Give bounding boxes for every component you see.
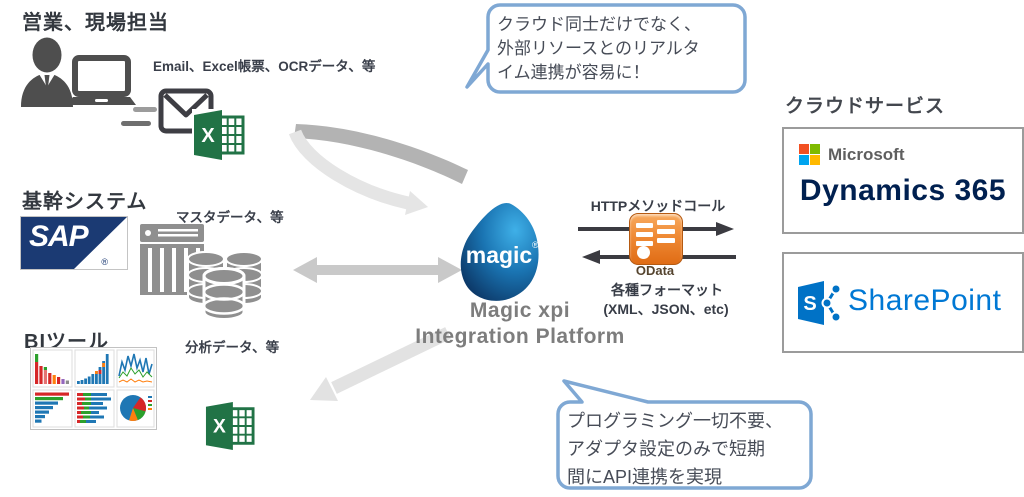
dynamics-card: Microsoft Dynamics 365: [782, 127, 1024, 234]
bi-data-label: 分析データ、等: [185, 340, 280, 355]
response-format-label: 各種フォーマット: [611, 282, 723, 298]
excel-icon-top: X: [192, 109, 246, 161]
excel-letter: X: [213, 417, 226, 438]
sap-registered-mark: ®: [101, 257, 108, 267]
callout-line: 間にAPI連携を実現: [567, 467, 723, 487]
callout-line: プログラミング一切不要、: [567, 411, 783, 431]
sap-wordmark: SAP: [29, 220, 89, 253]
platform-name-line1: Magic xpi: [469, 299, 571, 322]
core-data-label: マスタデータ、等: [176, 210, 284, 225]
sap-logo: SAP ®: [20, 216, 128, 270]
microsoft-logo: [799, 144, 820, 165]
magic-wordmark: magic: [466, 242, 533, 268]
sharepoint-wordmark: SharePoint: [848, 284, 1002, 317]
sharepoint-icon: S: [798, 281, 842, 325]
callout-line: 外部リソースとのリアルタ: [497, 39, 700, 58]
callout-line: イム連携が容易に！: [497, 63, 650, 82]
odata-label: OData: [635, 263, 675, 278]
sharepoint-letter: S: [803, 293, 816, 315]
callout-bottom-bubble: [556, 379, 813, 490]
double-arrow: [293, 257, 462, 283]
http-request-label: HTTPメソッドコール: [590, 198, 726, 214]
magic-registered-mark: ®: [532, 240, 539, 250]
person-laptop-icon: [21, 37, 136, 107]
callout-top-bubble: [465, 3, 747, 94]
excel-icon-bottom: X: [205, 401, 255, 451]
callout-bottom-text: プログラミング一切不要、 アダプタ設定のみで短期 間にAPI連携を実現: [567, 407, 812, 491]
sales-section-title: 営業、現場担当: [22, 12, 169, 34]
callout-line: クラウド同士だけでなく、: [497, 15, 701, 34]
platform-name-line2: Integration Platform: [415, 325, 625, 348]
speed-line-icon: [121, 121, 151, 126]
callout-line: アダプタ設定のみで短期: [567, 439, 765, 459]
microsoft-wordmark: Microsoft: [828, 145, 905, 164]
response-format-types: (XML、JSON、etc): [603, 301, 729, 317]
sales-data-label: Email、Excel帳票、OCRデータ、等: [153, 59, 376, 74]
dynamics-product-name: Dynamics 365: [799, 174, 1007, 207]
callout-top-text: クラウド同士だけでなく、 外部リソースとのリアルタ イム連携が容易に！: [497, 13, 737, 85]
curved-arrow: [288, 124, 468, 215]
server-database-icon: [140, 224, 263, 321]
cloud-section-title: クラウドサービス: [785, 96, 946, 117]
excel-letter: X: [201, 125, 215, 147]
speed-line-icon: [133, 107, 157, 112]
bi-dashboard-thumbnail: [30, 347, 157, 430]
sharepoint-card: S SharePoint: [782, 252, 1024, 353]
core-section-title: 基幹システム: [22, 191, 148, 213]
magic-logo-blob: magic ®: [460, 202, 539, 301]
odata-icon: [629, 213, 683, 265]
diagonal-arrow: [310, 327, 451, 401]
